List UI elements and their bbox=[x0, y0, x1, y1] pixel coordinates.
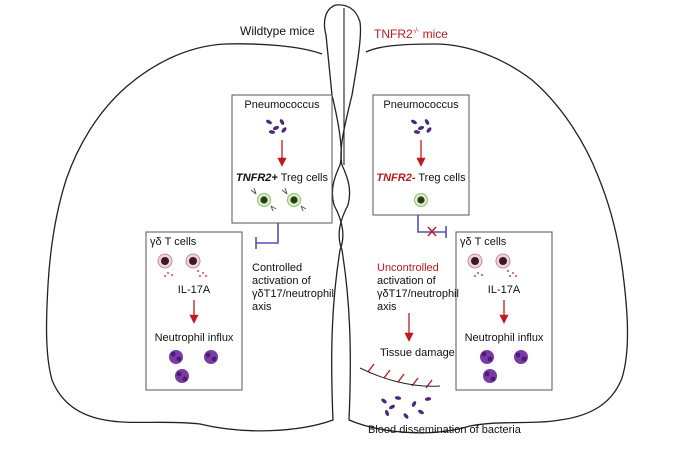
treg-cell-right bbox=[414, 193, 428, 207]
left-title: Wildtype mice bbox=[240, 24, 315, 38]
gd-t-cell-left-1 bbox=[157, 253, 173, 269]
right-effect-line-4: axis bbox=[377, 301, 397, 313]
right-effect-text: Uncontrolled activation of γδT17/neutrop… bbox=[377, 262, 459, 314]
il17a-dots-left bbox=[164, 270, 207, 277]
neutrophil-1 bbox=[169, 350, 183, 364]
neutrophils-left bbox=[169, 350, 218, 383]
lung-outline-right bbox=[335, 4, 629, 434]
gd-t-cell-left-2 bbox=[185, 253, 201, 269]
lung-outline bbox=[45, 4, 344, 432]
left-treg-label: TNFR2+ Treg cells bbox=[232, 172, 332, 185]
right-title-superscript: -/- bbox=[412, 28, 420, 35]
right-cytokine-label: IL-17A bbox=[487, 284, 521, 296]
right-title-main: TNFR2 bbox=[374, 27, 413, 41]
left-effect-line-2: activation of bbox=[252, 275, 311, 287]
neutrophil-2 bbox=[204, 350, 218, 364]
gd-t-cell-right-2 bbox=[495, 253, 511, 269]
right-effect-line-3: γδT17/neutrophil bbox=[377, 288, 459, 300]
right-effect-line-2: activation of bbox=[377, 275, 436, 287]
tissue-damage-label: Tissue damage bbox=[380, 347, 455, 359]
tissue-damage-marks bbox=[367, 363, 433, 389]
left-cytokine-label: IL-17A bbox=[177, 284, 211, 296]
left-pathogen-label: Pneumococcus bbox=[244, 99, 320, 111]
gd-t-cell-right-1 bbox=[467, 253, 483, 269]
blocked-x-icon bbox=[427, 226, 437, 237]
bacteria-cluster-right bbox=[411, 119, 432, 134]
neutrophil-4 bbox=[480, 350, 494, 364]
right-pathogen-label: Pneumococcus bbox=[383, 99, 459, 111]
disseminated-bacteria bbox=[381, 396, 432, 419]
treg-cell-left-2 bbox=[281, 187, 307, 212]
right-title: TNFR2-/- mice bbox=[374, 25, 448, 41]
treg-cell-left-1 bbox=[250, 187, 277, 212]
damaged-tissue-edge bbox=[359, 367, 441, 387]
left-treg-rest: Treg cells bbox=[277, 172, 328, 184]
right-gd-tcell-label: γδ T cells bbox=[460, 236, 507, 248]
dissemination-label: Blood dissemination of bacteria bbox=[368, 424, 521, 436]
left-outcome-label: Neutrophil influx bbox=[154, 332, 234, 344]
inhibit-line-left bbox=[256, 223, 279, 244]
neutrophil-6 bbox=[483, 369, 497, 383]
left-gd-tcell-label: γδ T cells bbox=[150, 236, 197, 248]
left-effect-line-4: axis bbox=[252, 301, 272, 313]
left-treg-receptor: TNFR2+ bbox=[235, 172, 278, 184]
left-effect-text: Controlled activation of γδT17/neutrophi… bbox=[252, 262, 334, 314]
bacteria-cluster-left bbox=[266, 119, 287, 134]
inhibit-line-right bbox=[417, 215, 446, 233]
right-treg-label: TNFR2- Treg cells bbox=[373, 172, 469, 185]
left-effect-line-3: γδT17/neutrophil bbox=[252, 288, 334, 300]
right-treg-rest: Treg cells bbox=[415, 172, 466, 184]
neutrophil-3 bbox=[175, 369, 189, 383]
neutrophils-right bbox=[480, 350, 528, 383]
left-effect-line-1: Controlled bbox=[252, 262, 303, 274]
il17a-dots-right bbox=[474, 270, 517, 277]
right-treg-receptor: TNFR2- bbox=[376, 172, 416, 184]
right-effect-line-1: Uncontrolled bbox=[377, 262, 439, 274]
right-outcome-label: Neutrophil influx bbox=[464, 332, 544, 344]
right-title-suffix: mice bbox=[419, 27, 448, 41]
neutrophil-5 bbox=[514, 350, 528, 364]
